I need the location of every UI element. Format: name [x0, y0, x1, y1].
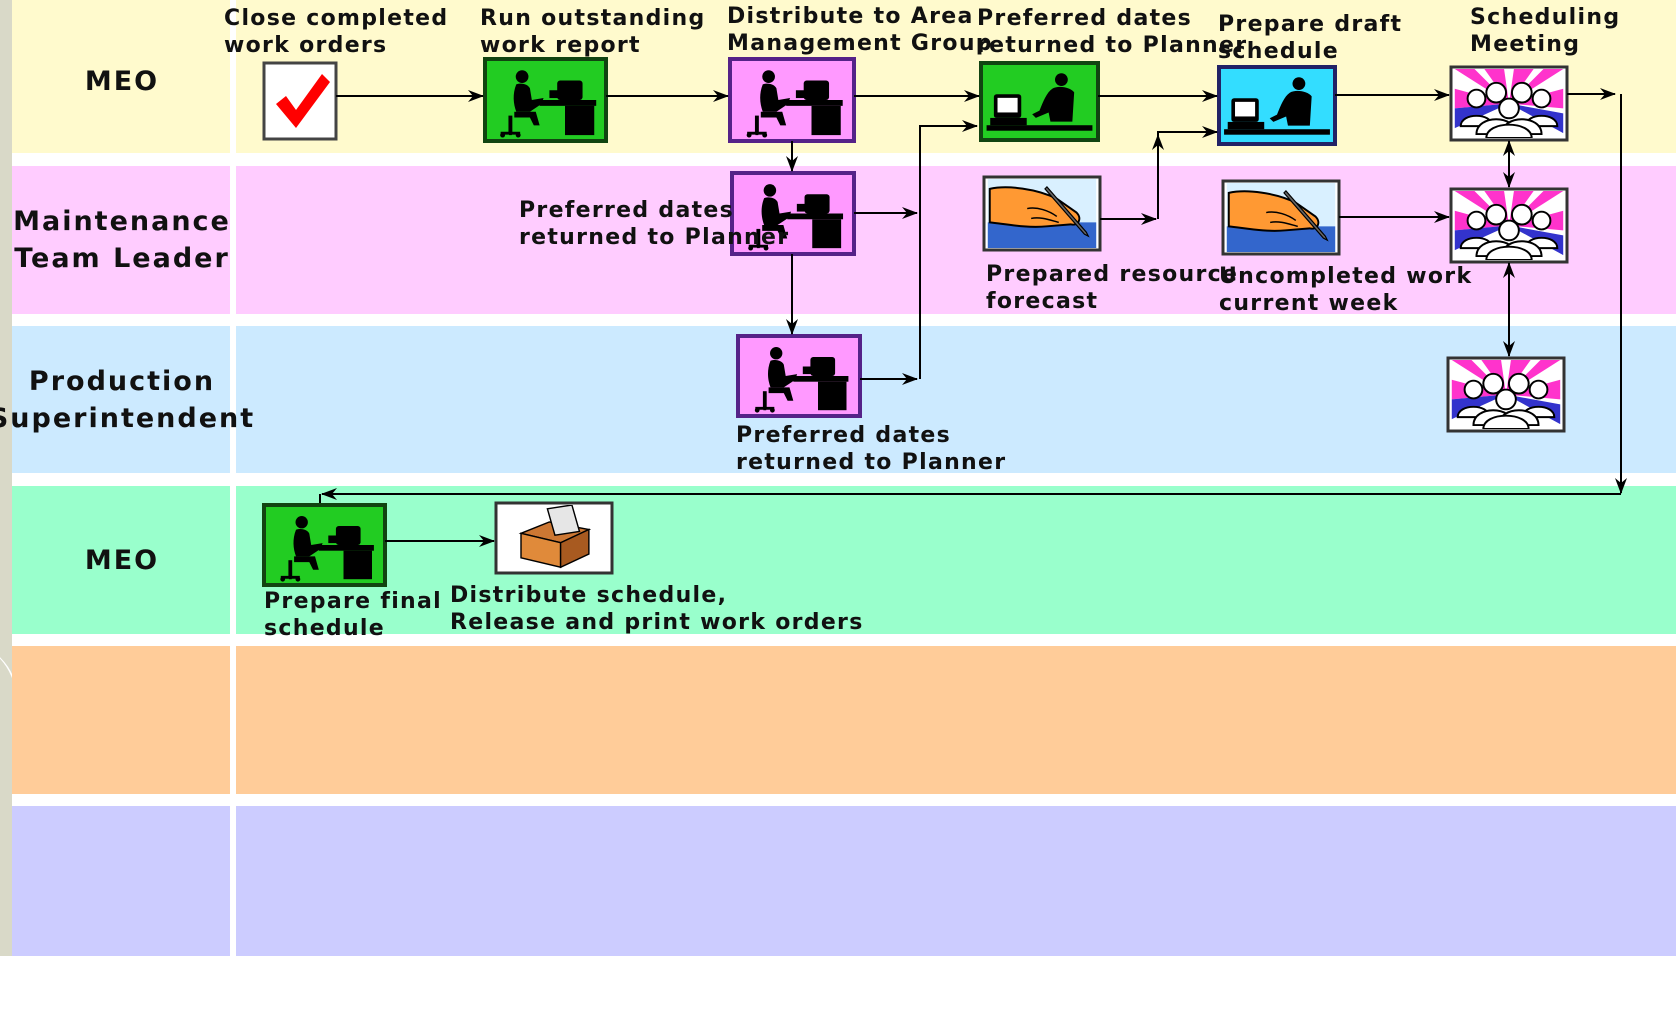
caption-distribute-area: Distribute to Area Management Group	[727, 4, 993, 56]
connector-arrows	[319, 88, 1627, 547]
lane-lavender-label-cell	[12, 806, 230, 956]
lane-label: MEO	[84, 544, 160, 576]
caption-distribute-schedule: Distribute schedule, Release and print w…	[450, 583, 864, 635]
step-prepare-final	[262, 503, 387, 587]
step-preferred-ps	[736, 334, 862, 418]
caption-preferred-planner-top: Preferred dates returned to Planner	[977, 6, 1248, 58]
lane-mtl-label-cell	[12, 166, 230, 314]
step-scheduling-meeting	[1449, 65, 1569, 142]
lane-label: MEO	[84, 66, 160, 97]
lane-meo-bottom-label-cell	[12, 486, 230, 634]
lane-label: Production Superintendent	[0, 365, 256, 434]
step-preferred-planner-top	[979, 61, 1100, 142]
lane-orange-label-cell	[12, 646, 230, 794]
hand-writing-icon	[1225, 183, 1337, 252]
hand-writing-icon	[986, 179, 1098, 248]
lane-mtl-body	[236, 166, 1676, 314]
caption-prepared-resource: Prepared resource forecast	[986, 262, 1239, 314]
step-uncompleted-work	[1221, 179, 1341, 256]
step-prepared-resource	[982, 175, 1102, 252]
caption-close-completed: Close completed work orders	[224, 6, 449, 58]
diagram-graphics	[262, 57, 1627, 587]
caption-prepare-final: Prepare final schedule	[264, 589, 442, 641]
caption-preferred-ps: Preferred dates returned to Planner	[736, 423, 1007, 475]
arrow	[1157, 126, 1218, 219]
step-meeting-mtl	[1449, 187, 1569, 264]
lane-orange-body	[236, 646, 1676, 794]
step-distribute-schedule	[494, 501, 614, 575]
lane-ps-label-cell	[12, 326, 230, 473]
step-prepare-draft	[1217, 65, 1337, 146]
lane-meo-bottom-body	[236, 486, 1676, 634]
caption-run-outstanding: Run outstanding work report	[480, 6, 706, 58]
lane-ps-body	[236, 326, 1676, 473]
step-distribute-area	[728, 57, 856, 143]
lane-meo-top-body	[236, 0, 1676, 153]
process-flow-diagram: MEO Maintenance Team Leader Production S…	[0, 0, 1676, 956]
left-edge-strip	[0, 0, 12, 956]
step-run-outstanding	[483, 57, 608, 143]
step-close-completed	[262, 61, 338, 141]
caption-uncompleted-work: Uncompleted work current week	[1219, 264, 1473, 316]
lane-lavender-body	[236, 806, 1676, 956]
lane-label: Maintenance Team Leader	[13, 206, 231, 274]
caption-scheduling-meeting: Scheduling Meeting	[1470, 5, 1621, 57]
caption-preferred-mtl: Preferred dates returned to Planner	[519, 198, 790, 250]
step-meeting-ps	[1446, 356, 1566, 433]
arrow	[919, 120, 978, 379]
caption-prepare-draft: Prepare draft schedule	[1218, 12, 1403, 64]
lane-meo-top-label-cell	[12, 0, 230, 153]
